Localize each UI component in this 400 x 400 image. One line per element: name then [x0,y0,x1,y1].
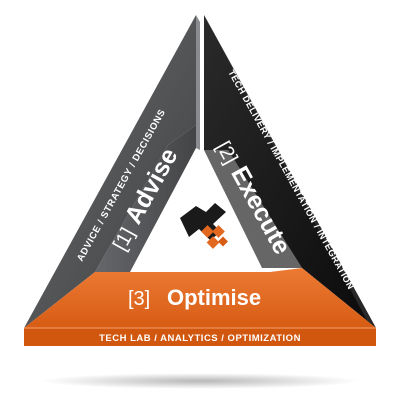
hand-and-blocks-logo-icon [180,203,228,249]
segment-optimise [24,268,376,346]
ground-shadow [40,373,360,389]
segment-execute [204,15,376,330]
advise-face [24,15,196,328]
logo-block-4 [218,236,228,247]
advise-edge-highlight [196,15,200,150]
optimise-front-face [24,328,376,346]
logo-block-3 [206,236,220,249]
segment-advise [24,15,200,328]
advise-inner-bevel [95,125,196,272]
logo-block-2 [212,225,225,238]
optimise-top-face [24,268,376,328]
optimise-title-group: [3] Optimise [128,285,261,310]
optimise-title: Optimise [167,285,261,310]
optimise-number: [3] [128,288,150,310]
optimise-subtitle: TECH LAB / ANALYTICS / OPTIMIZATION [99,333,301,344]
execute-edge-highlight [204,15,376,330]
execute-inner-bevel [204,150,302,268]
logo-block-1 [201,225,214,238]
